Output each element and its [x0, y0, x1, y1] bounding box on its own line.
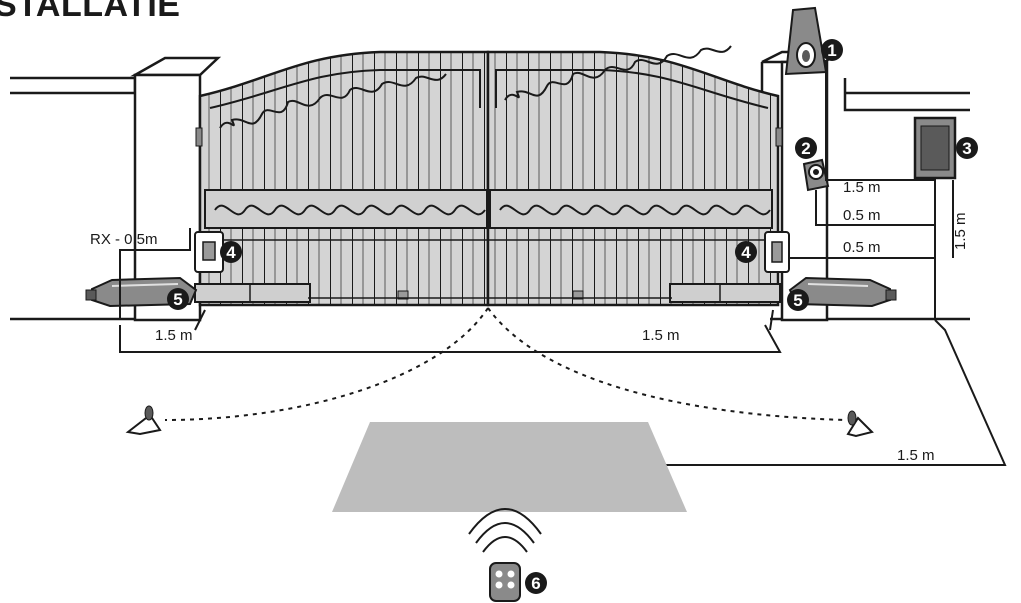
gate-swing-arcs — [164, 307, 846, 421]
loop-detection-area — [332, 422, 687, 512]
label-photocell-mid: 0.5 m — [843, 207, 881, 224]
motor-arm-left — [194, 283, 488, 303]
svg-text:4: 4 — [226, 243, 236, 262]
photocell-post-icon — [846, 410, 874, 438]
control-box-icon — [913, 116, 957, 180]
label-right-base: 1.5 m — [642, 327, 680, 344]
svg-text:5: 5 — [173, 290, 182, 309]
label-rx: RX - 0.5m — [90, 231, 158, 248]
callout-2: 2 — [795, 137, 817, 159]
label-bottom-right: 1.5 m — [897, 447, 935, 464]
svg-text:4: 4 — [741, 243, 751, 262]
callout-1: 1 — [821, 39, 843, 61]
key-selector-icon — [802, 158, 830, 192]
label-vertical: 1.5 m — [952, 212, 969, 250]
gate-hinges — [195, 127, 783, 147]
photocell-post-icon — [125, 405, 162, 436]
svg-text:6: 6 — [531, 574, 540, 593]
remote-control-icon — [468, 508, 542, 602]
label-photocell-top: 1.5 m — [843, 179, 881, 196]
callout-5-right: 5 — [787, 289, 809, 311]
flashing-lamp-icon — [784, 6, 828, 76]
page-title: STALLATIE — [0, 0, 181, 24]
gate-leaf-right — [486, 45, 780, 307]
motor-arm-right — [488, 283, 781, 303]
svg-text:5: 5 — [793, 291, 802, 310]
wiring-lines — [119, 60, 1007, 466]
gate-leaf-left — [198, 50, 490, 307]
svg-text:2: 2 — [801, 139, 810, 158]
svg-text:1: 1 — [827, 41, 836, 60]
label-photocell-low: 0.5 m — [843, 239, 881, 256]
svg-text:3: 3 — [962, 139, 971, 158]
callout-4-left: 4 — [220, 241, 242, 263]
callout-5-left: 5 — [167, 288, 189, 310]
callout-6: 6 — [525, 572, 547, 594]
label-left-base: 1.5 m — [155, 327, 193, 344]
photocell-icon — [194, 231, 224, 273]
callout-3: 3 — [956, 137, 978, 159]
photocell-icon — [764, 231, 790, 273]
callout-4-right: 4 — [735, 241, 757, 263]
gate-motor-icon — [788, 276, 897, 308]
